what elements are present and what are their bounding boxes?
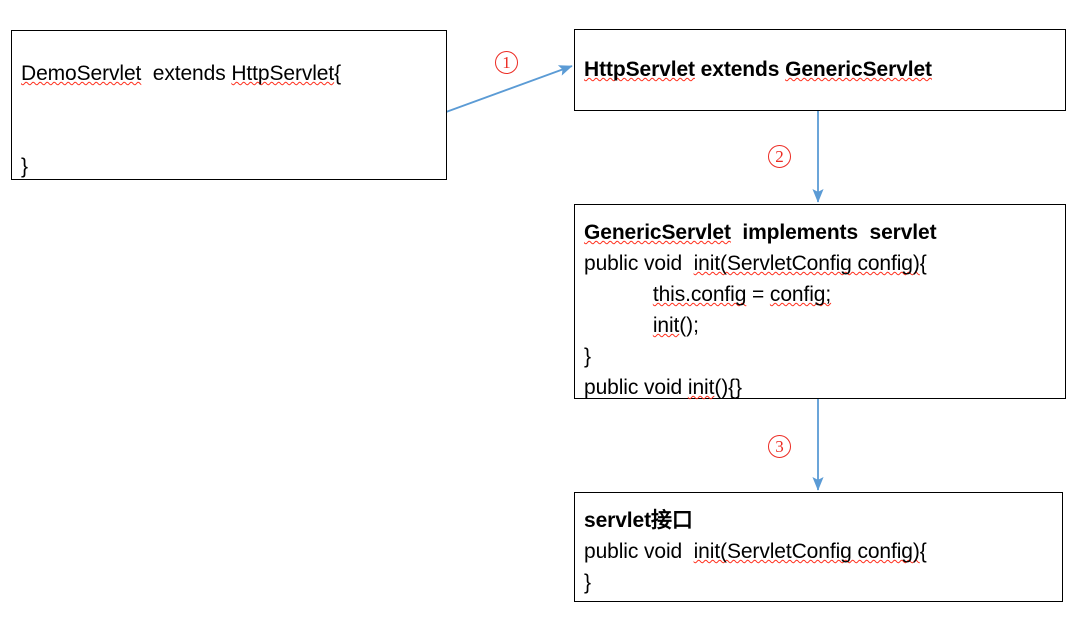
code-token (584, 283, 653, 306)
code-token: (); (679, 314, 699, 337)
box-httpservlet-code: HttpServlet extends GenericServlet (584, 54, 1061, 85)
code-token: extends (694, 58, 786, 81)
code-token: { (919, 252, 927, 275)
code-token-misspelled: init (652, 314, 680, 337)
code-token-misspelled: init(ServletConfig config) (693, 252, 920, 275)
code-token: public void (584, 540, 694, 563)
code-line: public void init(){} (584, 372, 1061, 403)
code-line: DemoServlet extends HttpServlet{ (21, 58, 442, 89)
code-line: init(); (584, 310, 1061, 341)
code-line: this.config = config; (584, 279, 1061, 310)
box-servlet-interface[interactable]: servlet接口 public void init(ServletConfig … (574, 492, 1063, 602)
code-line: public void init(ServletConfig config){ (584, 536, 1058, 567)
annotation-step-2: 2 (768, 145, 791, 168)
annotation-step-1: 1 (495, 51, 518, 74)
code-token: = (746, 283, 770, 306)
code-token: public void (584, 376, 688, 399)
code-token: extends (141, 62, 232, 85)
code-line: } (21, 151, 442, 182)
code-token: { (919, 540, 927, 563)
code-token-misspelled: GenericServlet (584, 221, 731, 244)
code-token: public void (584, 252, 694, 275)
code-line: GenericServlet implements servlet (584, 217, 1061, 248)
annotation-step-3: 3 (768, 435, 791, 458)
code-line: HttpServlet extends GenericServlet (584, 54, 1061, 85)
code-line: servlet接口 (584, 505, 1058, 536)
code-token-misspelled: HttpServlet (231, 62, 335, 85)
code-token-misspelled: init (687, 376, 715, 399)
code-token-misspelled: HttpServlet (584, 58, 695, 81)
code-token: } (584, 571, 591, 594)
box-httpservlet[interactable]: HttpServlet extends GenericServlet (574, 29, 1066, 111)
code-token: } (21, 155, 28, 178)
code-token-misspelled: DemoServlet (21, 62, 142, 85)
code-token: (){} (714, 376, 742, 399)
box-servlet-interface-code: servlet接口 public void init(ServletConfig … (584, 505, 1058, 598)
box-demoservlet-code: DemoServlet extends HttpServlet{ } (21, 58, 442, 182)
code-token-misspelled: this.config (652, 283, 747, 306)
code-line: } (584, 341, 1061, 372)
box-demoservlet[interactable]: DemoServlet extends HttpServlet{ } (11, 30, 447, 180)
code-token: servlet接口 (584, 509, 693, 532)
code-line (21, 120, 442, 151)
code-line: public void init(ServletConfig config){ (584, 248, 1061, 279)
code-line: } (584, 567, 1058, 598)
code-token (584, 314, 653, 337)
code-token: implements servlet (730, 221, 937, 244)
code-token: } (584, 345, 591, 368)
code-token: { (334, 62, 342, 85)
code-line (21, 89, 442, 120)
code-token-misspelled: config; (769, 283, 832, 306)
code-token-misspelled: GenericServlet (785, 58, 932, 81)
code-token-misspelled: init(ServletConfig config) (693, 540, 920, 563)
